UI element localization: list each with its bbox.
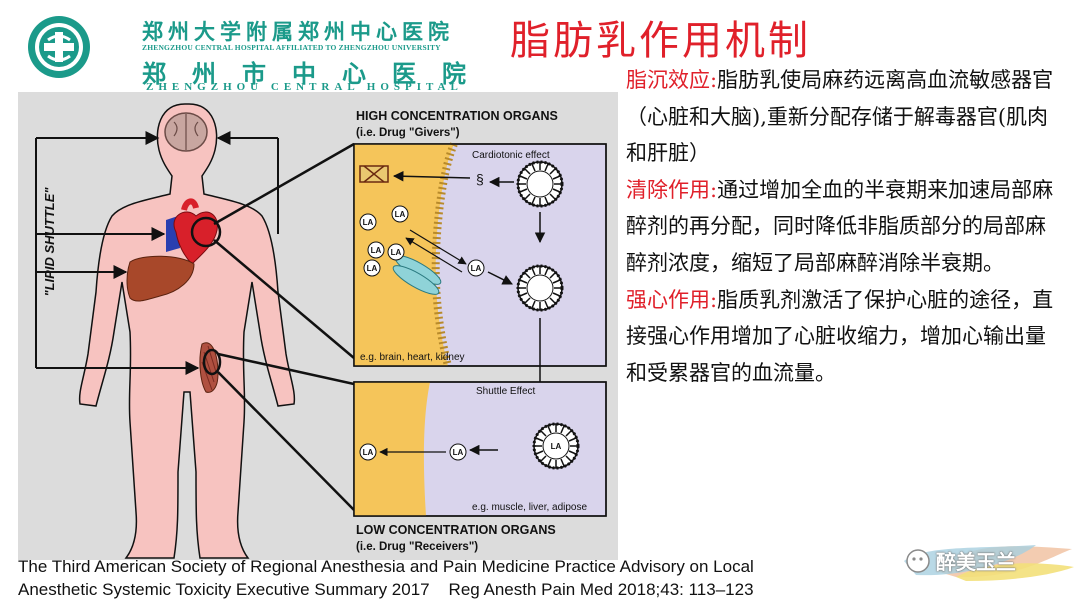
page-title: 脂肪乳作用机制	[510, 18, 811, 64]
citation-line-2: Anesthetic Systemic Toxicity Executive S…	[18, 580, 754, 600]
liver-icon	[126, 255, 195, 302]
paragraph-clearance: 清除作用:通过增加全血的半衰期来加速局部麻醉剂的再分配，同时降低非脂质部分的局部…	[626, 172, 1066, 282]
la-molecule: LA	[371, 246, 382, 255]
watermark-text: 醉美玉兰	[936, 552, 1016, 574]
svg-text:§: §	[476, 171, 484, 187]
high-organs-title: HIGH CONCENTRATION ORGANS	[356, 109, 558, 123]
cardiotonic-effect-label: 强心作用:	[626, 287, 718, 312]
hospital-name-en-small: ZHENGZHOU CENTRAL HOSPITAL AFFILIATED TO…	[142, 43, 441, 52]
la-molecule: LA	[395, 210, 406, 219]
hospital-name-cn: 郑州大学附属郑州中心医院	[142, 19, 454, 44]
brain-icon	[164, 112, 208, 152]
shuttle-effect-label: Shuttle Effect	[476, 386, 536, 397]
la-molecule: LA	[363, 448, 374, 457]
lipid-sink-label: 脂沉效应:	[626, 68, 718, 92]
lipid-shuttle-label: "LIPID SHUTTLE"	[42, 187, 57, 297]
la-molecule: LA	[391, 248, 402, 257]
la-molecule: LA	[453, 448, 464, 457]
low-organs-title: LOW CONCENTRATION ORGANS	[356, 523, 556, 537]
la-molecule: LA	[363, 218, 374, 227]
mechanism-text: 脂沉效应:脂肪乳使局麻药远离高血流敏感器官（心脏和大脑),重新分配存储于解毒器官…	[626, 62, 1066, 391]
lipid-shuttle-diagram: "LIPID SHUTTLE" HIGH CONCENTRATION ORGAN…	[18, 92, 618, 560]
low-concentration-panel: Shuttle Effect LA LA LA e.g. muscle, liv…	[353, 381, 607, 517]
wechat-icon	[906, 549, 930, 573]
hospital-name-en: ZHENGZHOU CENTRAL HOSPITAL	[146, 81, 463, 93]
cardiotonic-label: Cardiotonic effect	[472, 150, 550, 161]
hospital-seal-icon	[28, 16, 90, 78]
la-molecule: LA	[471, 264, 482, 273]
heart-icon	[166, 198, 218, 265]
citation-line-1: The Third American Society of Regional A…	[18, 557, 754, 576]
lipid-sink-body: 脂肪乳使局麻药远离高血流敏感器官（心脏和大脑),重新分配存储于解毒器官(肌肉和肝…	[626, 68, 1054, 166]
high-organs-example: e.g. brain, heart, kidney	[360, 352, 465, 363]
la-molecule: LA	[367, 264, 378, 273]
low-organs-example: e.g. muscle, liver, adipose	[472, 502, 587, 513]
cardiotonic-body: 脂质乳剂激活了保护心脏的途径，直接强心作用增加了心脏收缩力，增加心输出量和受累器…	[626, 287, 1054, 385]
paragraph-lipid-sink: 脂沉效应:脂肪乳使局麻药远离高血流敏感器官（心脏和大脑),重新分配存储于解毒器官…	[626, 62, 1066, 172]
citation-journal-title: Anesthetic Systemic Toxicity Executive S…	[18, 580, 430, 599]
la-molecule: LA	[551, 442, 562, 451]
low-organs-subtitle: (i.e. Drug "Receivers")	[356, 541, 478, 553]
hospital-logo: 郑州大学附属郑州中心医院 ZHENGZHOU CENTRAL HOSPITAL …	[22, 10, 472, 93]
clearance-body: 通过增加全血的半衰期来加速局部麻醉剂的再分配，同时降低非脂质部分的局部麻醉剂浓度…	[626, 177, 1054, 275]
paragraph-cardiotonic: 强心作用:脂质乳剂激活了保护心脏的途径，直接强心作用增加了心脏收缩力，增加心输出…	[626, 282, 1066, 392]
citation-reference: Reg Anesth Pain Med 2018;43: 113–123	[448, 580, 754, 599]
high-organs-subtitle: (i.e. Drug "Givers")	[356, 127, 460, 139]
human-body	[78, 103, 296, 559]
hospital-name-cn2: 郑州市中心医院	[142, 59, 492, 88]
high-concentration-panel: Cardiotonic effect § LA LA LA LA LA LA e…	[353, 142, 607, 367]
clearance-label: 清除作用:	[626, 177, 718, 202]
watermark-brush	[904, 545, 1074, 581]
